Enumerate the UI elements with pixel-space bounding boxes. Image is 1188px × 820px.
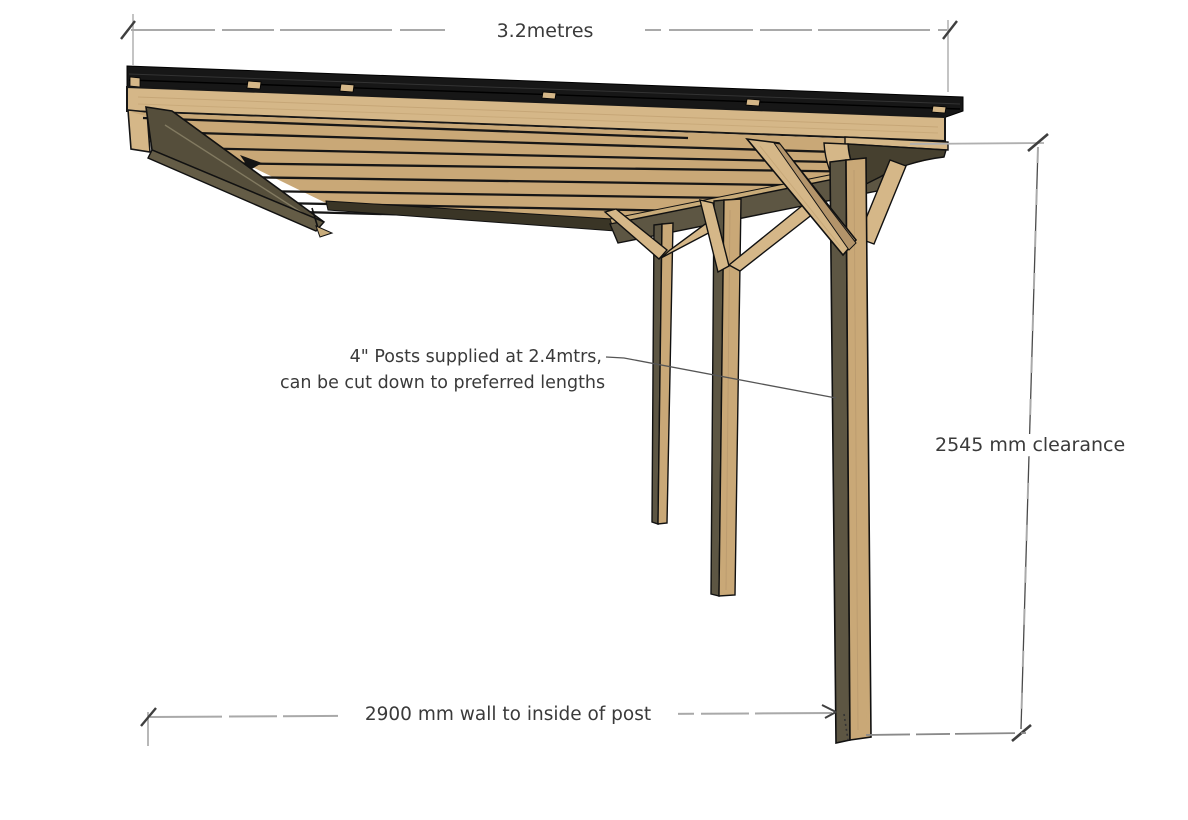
rafter-gap-lines <box>142 116 883 223</box>
post-note-line1: 4" Posts supplied at 2.4mtrs, <box>349 347 602 367</box>
main-post-right-brace <box>857 159 907 245</box>
far-post-braces <box>603 208 720 260</box>
wall-to-post-dimension-label: 2900 mm wall to inside of post <box>338 704 678 726</box>
post-note-line2: can be cut down to preferred lengths <box>280 373 606 393</box>
far-post <box>603 208 720 525</box>
rafter-top-notches <box>129 76 947 114</box>
clearance-dimension-label: 2545 mm clearance <box>935 434 1126 456</box>
wall-gallows-bracket <box>145 106 334 238</box>
post-note: 4" Posts supplied at 2.4mtrs, can be cut… <box>280 344 606 396</box>
main-post <box>745 137 907 744</box>
width-dimension-label: 3.2metres <box>445 20 645 42</box>
main-post-left-brace <box>745 137 858 257</box>
middle-post <box>699 198 820 597</box>
wall-end-rafter <box>127 109 151 153</box>
post-note-leader <box>605 356 837 399</box>
roof-covering <box>126 65 964 118</box>
fascia-board <box>126 85 946 143</box>
